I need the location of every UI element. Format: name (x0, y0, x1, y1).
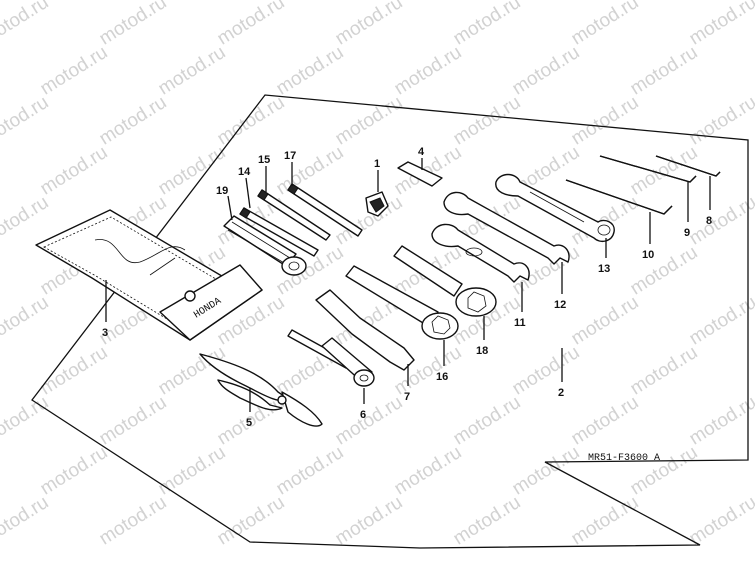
watermark-text-53: motod.ru (96, 392, 171, 450)
watermark-text-2: motod.ru (214, 0, 289, 49)
callout-6: 6 (360, 409, 366, 421)
watermark-text-4: motod.ru (450, 0, 525, 49)
watermark-text-60: motod.ru (155, 442, 230, 500)
watermark-text-3: motod.ru (332, 0, 407, 49)
watermark-text-18: motod.ru (568, 92, 643, 150)
open-end-wrench-11 (431, 223, 530, 283)
diagram-reference-code: MR51-F3600 A (588, 453, 660, 464)
ring-wrench-18 (393, 245, 497, 317)
watermark-text-51: motod.ru (627, 342, 702, 400)
plug-socket-wrench (287, 329, 375, 387)
screwdriver-handle (223, 215, 307, 276)
watermark-text-11: motod.ru (509, 42, 584, 100)
watermark-text-1: motod.ru (96, 0, 171, 49)
screwdriver-bit-17 (287, 183, 363, 237)
screwdriver-bit-15 (257, 189, 331, 241)
watermark-text-67: motod.ru (214, 492, 289, 550)
watermark-text-65: motod.ru (0, 492, 52, 550)
tool-pouch: HONDA (35, 209, 263, 341)
watermark-text-63: motod.ru (509, 442, 584, 500)
open-end-wrench-12 (443, 191, 570, 265)
callout-18: 18 (476, 345, 488, 357)
watermark-text-12: motod.ru (627, 42, 702, 100)
watermark-text-7: motod.ru (37, 42, 112, 100)
screwdriver-bit-14 (239, 207, 319, 257)
callout-8: 8 (706, 215, 712, 227)
watermark-text-10: motod.ru (391, 42, 466, 100)
callout-11: 11 (514, 317, 526, 329)
watermark-text-45: motod.ru (686, 292, 755, 350)
box-wrench-16 (345, 265, 459, 340)
watermark-text-25: motod.ru (627, 142, 702, 200)
callout-5: 5 (246, 417, 252, 429)
watermark-text-8: motod.ru (155, 42, 230, 100)
watermark-text-13: motod.ru (0, 92, 52, 150)
callout-4: 4 (418, 146, 425, 158)
callout-17: 17 (284, 150, 296, 162)
watermark-text-6: motod.ru (686, 0, 755, 49)
watermark-text-57: motod.ru (568, 392, 643, 450)
hex-key-8 (655, 155, 721, 177)
watermark-text-59: motod.ru (37, 442, 112, 500)
watermark-text-62: motod.ru (391, 442, 466, 500)
hex-key-10 (565, 179, 673, 215)
watermark-text-52: motod.ru (0, 392, 52, 450)
callout-10: 10 (642, 249, 654, 261)
callout-16: 16 (436, 371, 448, 383)
watermark-text-15: motod.ru (214, 92, 289, 150)
watermark-text-17: motod.ru (450, 92, 525, 150)
hex-key-9 (599, 155, 697, 183)
watermark-text-19: motod.ru (686, 92, 755, 150)
watermark-text-44: motod.ru (568, 292, 643, 350)
fuse-clip (365, 191, 389, 217)
callout-7: 7 (404, 391, 410, 403)
watermark-text-16: motod.ru (332, 92, 407, 150)
watermark-text-58: motod.ru (686, 392, 755, 450)
watermark-text-46: motod.ru (37, 342, 112, 400)
watermark-text-50: motod.ru (509, 342, 584, 400)
watermark-text-55: motod.ru (332, 392, 407, 450)
callout-9: 9 (684, 227, 690, 239)
watermark-text-68: motod.ru (332, 492, 407, 550)
watermark-text-0: motod.ru (0, 0, 52, 49)
watermark-text-32: motod.ru (686, 192, 755, 250)
watermark-text-38: motod.ru (627, 242, 702, 300)
watermark-text-5: motod.ru (568, 0, 643, 49)
watermark-text-14: motod.ru (96, 92, 171, 150)
callout-15: 15 (258, 154, 270, 166)
watermark-text-9: motod.ru (273, 42, 348, 100)
leader-lines (105, 158, 711, 412)
callout-1: 1 (374, 158, 380, 170)
watermark-text-64: motod.ru (627, 442, 702, 500)
callout-numbers: 1 4 19 14 15 17 3 5 6 7 16 18 11 12 2 13… (102, 146, 712, 429)
callout-19: 19 (216, 185, 228, 197)
combination-wrench-13 (495, 173, 615, 243)
watermark-text-69: motod.ru (450, 492, 525, 550)
gauge-strip (397, 161, 443, 187)
kit-boundary-outline (31, 94, 749, 549)
watermark-text-71: motod.ru (686, 492, 755, 550)
watermark-text-70: motod.ru (568, 492, 643, 550)
callout-14: 14 (238, 166, 251, 178)
extension-bar (315, 289, 415, 371)
watermark-text-20: motod.ru (37, 142, 112, 200)
callout-3: 3 (102, 327, 108, 339)
callout-12: 12 (554, 299, 566, 311)
watermark-text-39: motod.ru (0, 292, 52, 350)
callout-13: 13 (598, 263, 610, 275)
callout-2: 2 (558, 387, 564, 399)
watermark-text-61: motod.ru (273, 442, 348, 500)
watermark-text-66: motod.ru (96, 492, 171, 550)
pouch-snap-button (184, 290, 196, 302)
watermark-text-56: motod.ru (450, 392, 525, 450)
